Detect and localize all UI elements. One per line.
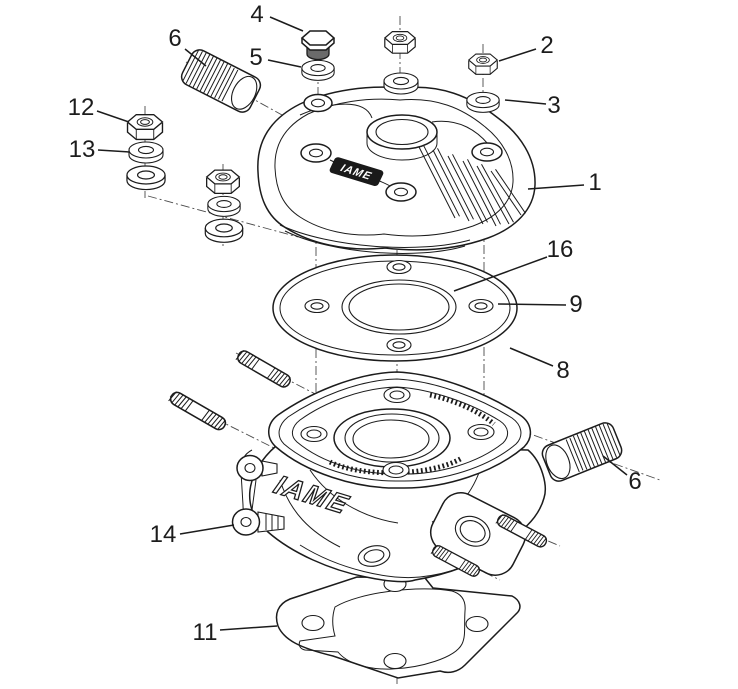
- callout-4: 4: [250, 1, 264, 28]
- callout-6-top: 6: [168, 25, 182, 52]
- cylinder-head-cover: IAME: [257, 86, 536, 254]
- callout-13: 13: [68, 136, 96, 163]
- cylinder: IAME: [231, 371, 550, 583]
- callout-16: 16: [546, 236, 574, 263]
- callout-14: 14: [149, 521, 177, 548]
- head-nut: [468, 53, 498, 75]
- cooling-fins: [417, 143, 526, 227]
- callout-6-right: 6: [628, 468, 642, 495]
- callout-9: 9: [569, 291, 583, 318]
- leader-lines: [96, 16, 628, 631]
- base-gasket: [275, 575, 521, 679]
- head-nut: [384, 31, 416, 54]
- head-nut: [126, 113, 164, 141]
- callout-3: 3: [547, 92, 561, 119]
- callout-1: 1: [588, 169, 602, 196]
- head-washer: [207, 195, 241, 217]
- cylinder-stud: [234, 348, 294, 390]
- head-washer: [466, 91, 500, 113]
- cylinder-stud: [167, 389, 229, 433]
- cover-bosses: [300, 93, 503, 202]
- plug-washer: [301, 59, 335, 81]
- head-washer: [383, 72, 419, 95]
- head-washer: [204, 218, 244, 243]
- head-nut: [206, 169, 240, 194]
- threaded-union-fitting: [538, 419, 626, 485]
- head-washer: [128, 141, 164, 164]
- callout-2: 2: [540, 32, 554, 59]
- plug-cap: [300, 30, 336, 61]
- callout-5: 5: [249, 44, 263, 71]
- head-washer: [126, 165, 166, 191]
- callout-8: 8: [556, 357, 570, 384]
- flange-holes: [300, 386, 495, 479]
- callout-11: 11: [192, 619, 218, 646]
- water-union-fittings: [231, 449, 285, 536]
- callout-12: 12: [67, 94, 95, 121]
- brand-badge: [329, 157, 384, 187]
- head-gasket: [272, 254, 518, 362]
